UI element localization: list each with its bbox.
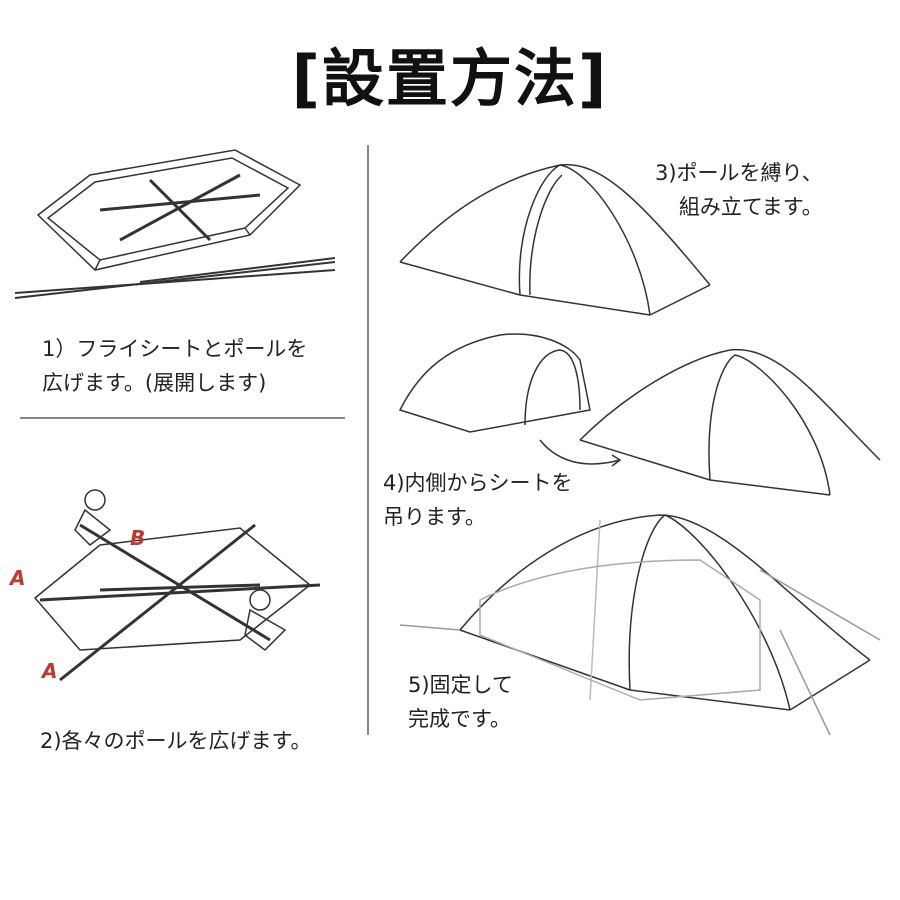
step3-line1: 3)ポールを縛り、	[655, 161, 823, 185]
step3-line2: 組み立てます。	[678, 195, 823, 219]
step1-sheet-illustration	[14, 149, 336, 299]
step5-line2: 完成です。	[408, 707, 511, 731]
step3-caption: 3)ポールを縛り、 組み立てます。	[655, 156, 823, 224]
step5-caption: 5)固定して 完成です。	[408, 668, 513, 736]
step2-line1: 2)各々のポールを広げます。	[40, 729, 312, 753]
marker-b: B	[130, 526, 145, 550]
marker-a-bottom: A	[40, 659, 57, 683]
step4-line2: 吊ります。	[383, 505, 486, 529]
step5-completed-tent-illustration	[399, 514, 881, 736]
step1-caption: 1）フライシートとポールを 広げます。(展開します)	[42, 332, 307, 400]
marker-a-top: A	[8, 566, 25, 590]
step4-line1: 4)内側からシートを	[383, 471, 573, 495]
step2-poles-illustration	[33, 489, 321, 682]
step2-caption: 2)各々のポールを広げます。	[40, 724, 311, 758]
step1-line1: 1）フライシートとポールを	[42, 337, 308, 361]
page-title: [設置方法]	[291, 42, 609, 115]
step3-tent-frame-illustration	[399, 163, 711, 316]
step1-line2: 広げます。(展開します)	[42, 371, 267, 395]
step4-inner-tent-illustration	[398, 333, 881, 496]
step4-caption: 4)内側からシートを 吊ります。	[383, 466, 573, 534]
step5-line1: 5)固定して	[408, 673, 513, 697]
